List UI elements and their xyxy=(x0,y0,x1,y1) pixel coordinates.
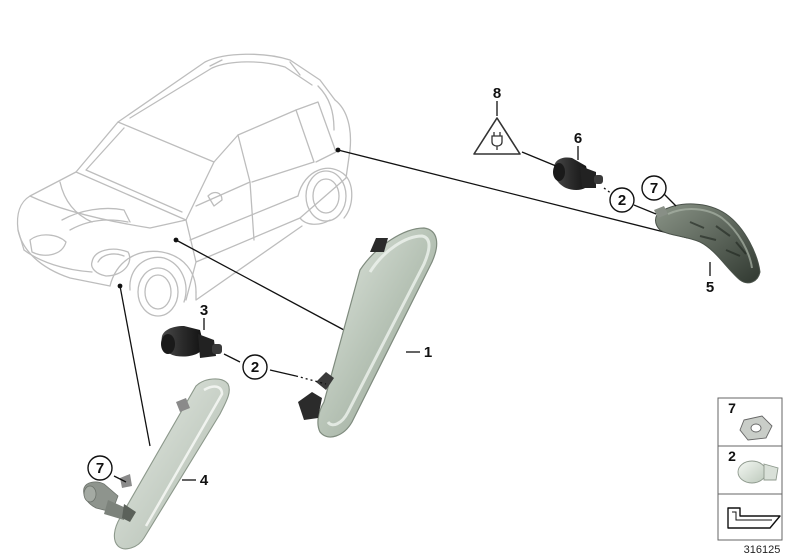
callout-7-top: 7 xyxy=(650,180,658,197)
callout-3: 3 xyxy=(200,302,208,319)
callout-2-mid: 2 xyxy=(251,359,259,376)
clip-nut-icon xyxy=(739,415,773,441)
legend-label-2: 2 xyxy=(728,448,736,464)
legend-label-7: 7 xyxy=(728,400,736,416)
part-5-side-marker-dark xyxy=(654,203,761,284)
car-outline xyxy=(16,53,353,317)
callout-8: 8 xyxy=(493,85,501,102)
part-1-side-repeater xyxy=(298,227,438,438)
callout-4: 4 xyxy=(200,472,209,489)
image-id-label: 316125 xyxy=(744,544,781,556)
callout-leaders xyxy=(113,101,711,483)
callout-labels: 8 6 2 7 5 3 2 1 4 7 xyxy=(87,85,714,489)
arrow-shield-icon xyxy=(727,507,781,529)
callout-7-bottom: 7 xyxy=(96,460,104,477)
part-4-front-marker xyxy=(83,378,230,550)
bulb-icon xyxy=(737,460,779,484)
callout-1: 1 xyxy=(424,344,432,361)
leader-lines xyxy=(117,147,689,447)
callout-2-top: 2 xyxy=(618,192,626,209)
legend-panel: 7 2 xyxy=(717,397,783,541)
part-6-bulb-socket xyxy=(553,157,603,190)
callout-5: 5 xyxy=(706,279,714,296)
part-3-bulb-socket xyxy=(161,326,222,358)
callout-6: 6 xyxy=(574,130,582,147)
warning-triangle-icon xyxy=(473,117,521,155)
